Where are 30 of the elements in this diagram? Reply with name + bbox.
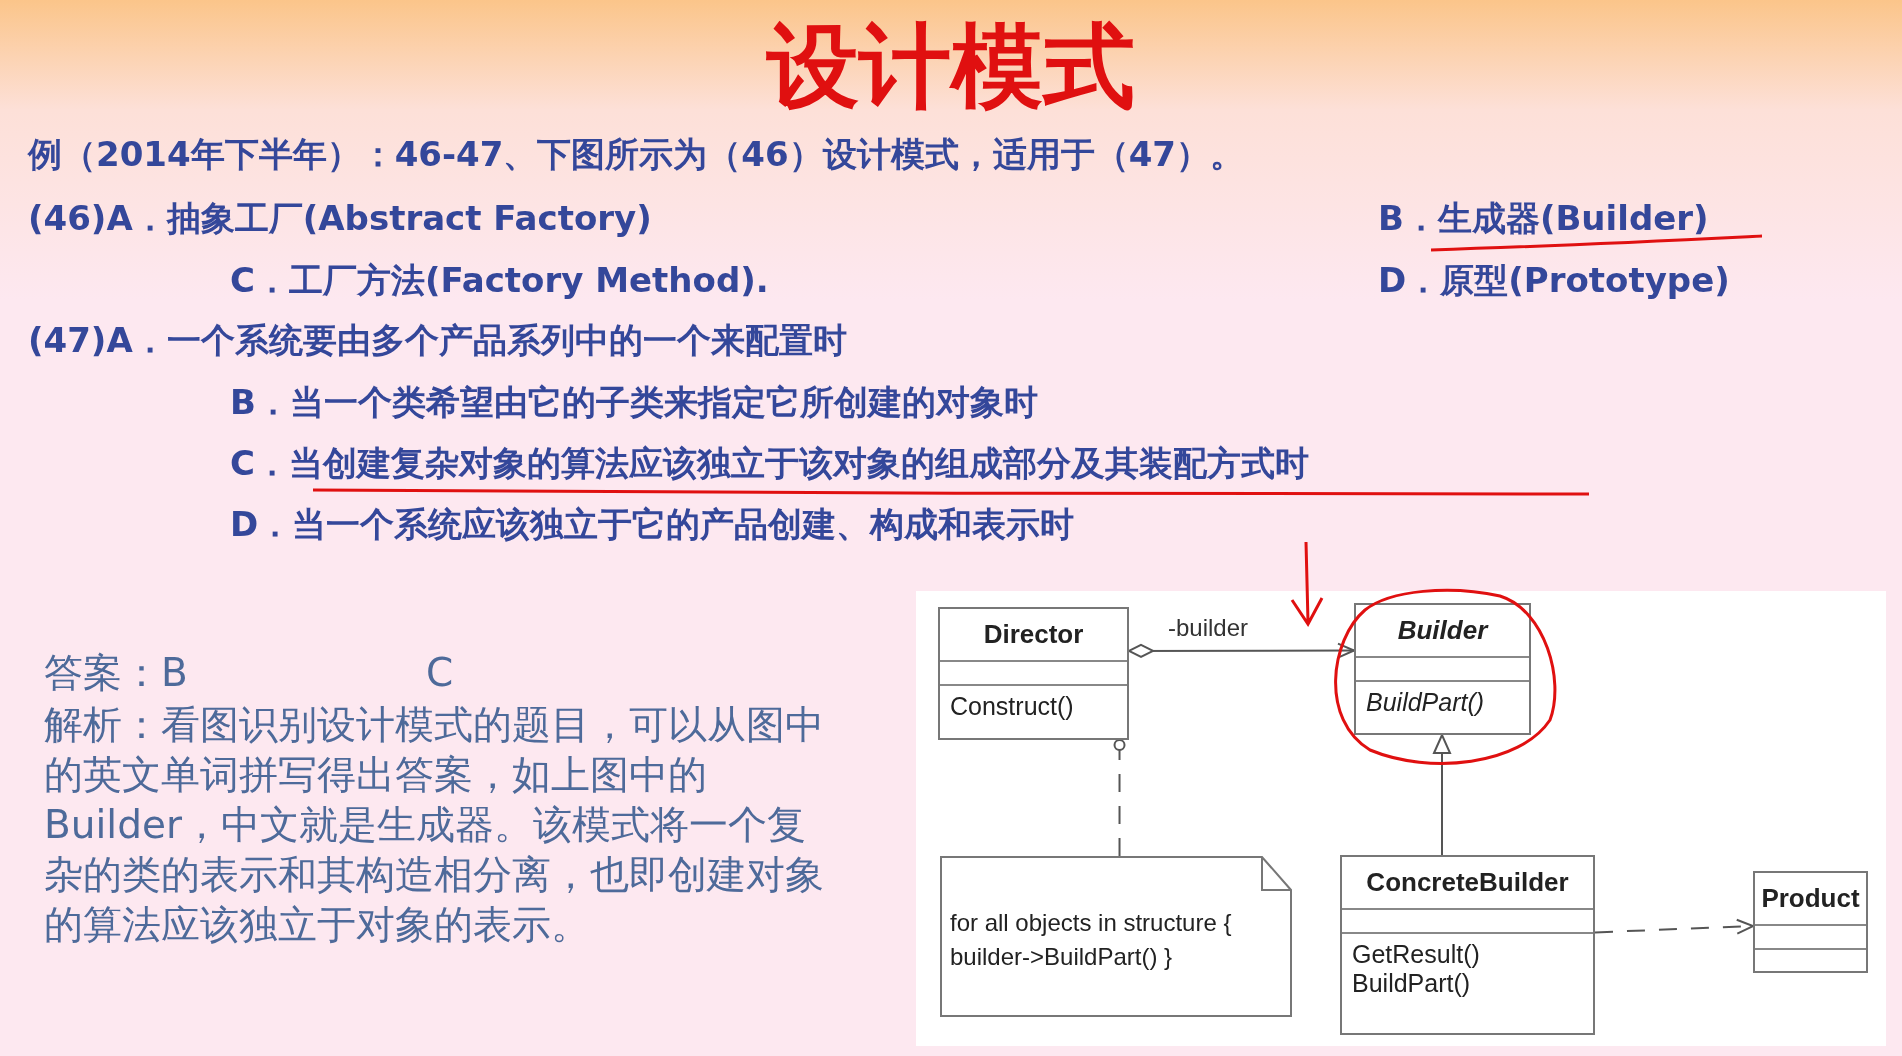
note-text: for all objects in structure { builder->BuildPart() }: [950, 908, 1233, 972]
option-text: B．当一个类希望由它的子类来指定它所创建的对象时: [230, 381, 1038, 424]
method-list: BuildPart(): [1356, 682, 1495, 723]
option-text: C．工厂方法(Factory Method).: [230, 259, 769, 302]
connector: [1594, 918, 1754, 935]
connector: [1433, 734, 1451, 856]
class-box: [1340, 855, 1595, 1035]
option-text: D．原型(Prototype): [1378, 259, 1730, 302]
method-list: GetResult() BuildPart(): [1342, 934, 1490, 1004]
class-name: Builder: [1356, 605, 1529, 658]
question-text: 例（2014年下半年）：46-47、下图所示为（46）设计模式，适用于（47）。: [28, 133, 1244, 176]
answer-text: 答案：B: [44, 649, 188, 697]
option-text: C．当创建复杂对象的算法应该独立于该对象的组成部分及其装配方式时: [230, 442, 1309, 485]
connector: [1113, 739, 1126, 857]
class-box: [1354, 603, 1531, 735]
connector: [1128, 642, 1355, 659]
class-box: [1753, 871, 1868, 973]
answer-text: C: [426, 649, 454, 697]
option-text: D．当一个系统应该独立于它的产品创建、构成和表示时: [230, 503, 1075, 546]
class-name: Director: [940, 609, 1127, 662]
slide-title: 设计模式: [765, 11, 1136, 122]
method-list: Construct(): [940, 686, 1084, 727]
class-box: [938, 607, 1129, 740]
option-text: (47)A．一个系统要由多个产品系列中的一个来配置时: [28, 319, 847, 362]
explanation-text: 解析：看图识别设计模式的题目，可以从图中的英文单词拼写得出答案，如上图中的Builder，中文就是生成器。该模式将一个复杂的类的表示和其构造相分离，也即创建对象的算法应该独立于对象的表示。: [44, 701, 825, 949]
option-text: (46)A．抽象工厂(Abstract Factory): [28, 197, 652, 240]
class-name: ConcreteBuilder: [1342, 857, 1593, 910]
note-box: [940, 856, 1292, 1017]
option-text: B．生成器(Builder): [1378, 197, 1709, 240]
class-name: Product: [1755, 873, 1866, 926]
